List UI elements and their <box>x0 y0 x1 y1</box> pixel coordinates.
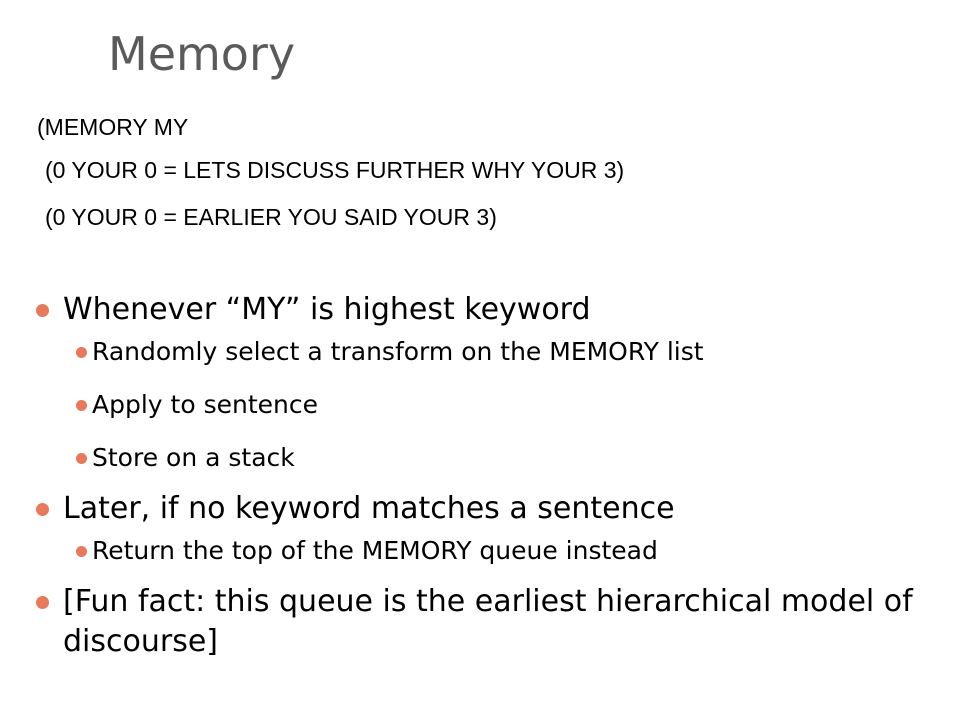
sub-bullet-item: Return the top of the MEMORY queue inste… <box>36 533 936 569</box>
sub-bullet-item: Store on a stack <box>36 440 936 476</box>
code-line-memory-header: (MEMORY MY <box>37 114 189 140</box>
bullet-item: Whenever “MY” is highest keyword <box>36 290 936 330</box>
code-line-transform-1: (0 YOUR 0 = LETS DISCUSS FURTHER WHY YOU… <box>45 157 625 183</box>
sub-bullet-text: Randomly select a transform on the MEMOR… <box>92 337 704 366</box>
bullet-dot-icon <box>76 546 87 557</box>
bullet-item: [Fun fact: this queue is the earliest hi… <box>36 582 923 662</box>
bullet-text: [Fun fact: this queue is the earliest hi… <box>63 584 913 659</box>
bullet-dot-icon <box>36 304 49 317</box>
bullet-dot-icon <box>36 503 49 516</box>
bullet-dot-icon <box>76 347 87 358</box>
bullet-dot-icon <box>36 596 49 609</box>
bullet-dot-icon <box>76 400 87 411</box>
sub-bullet-text: Store on a stack <box>92 443 295 472</box>
bullet-text: Later, if no keyword matches a sentence <box>63 491 675 526</box>
slide-title: Memory <box>108 27 296 81</box>
sub-bullet-item: Randomly select a transform on the MEMOR… <box>36 334 936 370</box>
sub-bullet-text: Apply to sentence <box>92 390 318 419</box>
bullet-item: Later, if no keyword matches a sentence <box>36 489 936 529</box>
bullet-dot-icon <box>76 453 87 464</box>
bullet-list: Whenever “MY” is highest keyword Randoml… <box>36 290 936 666</box>
code-line-transform-2: (0 YOUR 0 = EARLIER YOU SAID YOUR 3) <box>45 204 497 230</box>
sub-bullet-item: Apply to sentence <box>36 387 936 423</box>
sub-bullet-text: Return the top of the MEMORY queue inste… <box>92 536 658 565</box>
bullet-text: Whenever “MY” is highest keyword <box>63 292 591 327</box>
